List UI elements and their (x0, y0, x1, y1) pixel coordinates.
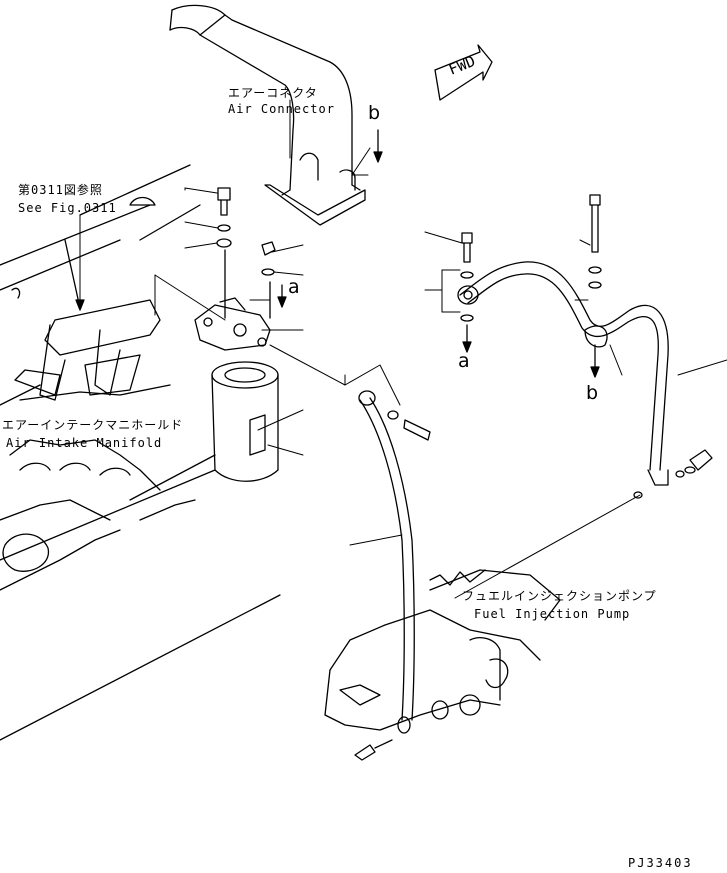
fuel-pipe-right (457, 194, 713, 499)
fuel-pipe-left (354, 390, 431, 761)
ref-b-label-right: b (586, 382, 599, 404)
fuel-pump-label-jp: フュエルインジェクションポンプ (462, 589, 657, 603)
fuel-filter-shape (211, 361, 279, 482)
reference-arrows (64, 129, 600, 378)
air-intake-label-en: Air Intake Manifold (6, 436, 163, 450)
filter-head-shape (194, 297, 271, 351)
ref-a-label-left: a (288, 276, 300, 298)
engine-block-lines (0, 164, 281, 741)
fuel-injection-pump-shape (324, 569, 561, 731)
ref-a-label-right: a (458, 350, 470, 372)
fuel-pump-label-en: Fuel Injection Pump (474, 607, 631, 621)
air-intake-label-jp: エアーインテークマニホールド (2, 418, 184, 432)
drawing-number: PJ33403 (628, 856, 693, 870)
see-fig-label-en: See Fig.0311 (18, 201, 117, 215)
fwd-arrow (434, 44, 493, 101)
air-connector-label-jp: エアーコネクタ (228, 86, 318, 100)
ref-b-label-top: b (368, 102, 381, 124)
air-connector-shape (169, 4, 366, 226)
air-connector-label-en: Air Connector (228, 102, 335, 116)
bolts-left (216, 187, 276, 319)
air-intake-manifold-shape (0, 196, 196, 591)
leader-lines (77, 99, 727, 599)
see-fig-label-jp: 第0311図参照 (18, 183, 103, 197)
